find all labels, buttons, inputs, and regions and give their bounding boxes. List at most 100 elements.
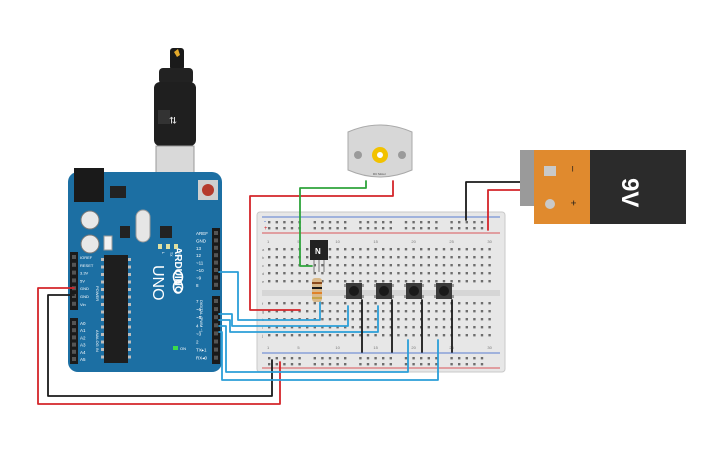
breadboard-hole[interactable] xyxy=(275,221,278,224)
breadboard-hole[interactable] xyxy=(488,248,491,251)
breadboard-hole[interactable] xyxy=(488,256,491,259)
breadboard-hole[interactable] xyxy=(344,334,347,337)
breadboard-hole[interactable] xyxy=(412,272,415,275)
breadboard-hole[interactable] xyxy=(465,326,468,329)
breadboard-hole[interactable] xyxy=(374,318,377,321)
breadboard-hole[interactable] xyxy=(473,280,476,283)
breadboard-hole[interactable] xyxy=(427,280,430,283)
breadboard-hole[interactable] xyxy=(336,248,339,251)
breadboard-hole[interactable] xyxy=(336,256,339,259)
breadboard-hole[interactable] xyxy=(275,363,278,366)
breadboard-hole[interactable] xyxy=(313,363,316,366)
breadboard-hole[interactable] xyxy=(382,272,385,275)
breadboard-hole[interactable] xyxy=(435,310,438,313)
breadboard-hole[interactable] xyxy=(473,248,476,251)
breadboard-hole[interactable] xyxy=(480,310,484,313)
breadboard-hole[interactable] xyxy=(435,221,438,224)
breadboard-hole[interactable] xyxy=(458,272,461,275)
breadboard-hole[interactable] xyxy=(404,310,408,313)
breadboard-hole[interactable] xyxy=(328,248,332,251)
breadboard-hole[interactable] xyxy=(382,357,385,360)
breadboard-hole[interactable] xyxy=(450,272,453,275)
breadboard-hole[interactable] xyxy=(427,326,430,329)
analog-pin[interactable] xyxy=(72,357,76,361)
breadboard-hole[interactable] xyxy=(321,363,324,366)
breadboard-hole[interactable] xyxy=(336,272,339,275)
breadboard-hole[interactable] xyxy=(321,280,324,283)
breadboard-hole[interactable] xyxy=(328,280,332,283)
breadboard-hole[interactable] xyxy=(412,221,415,224)
breadboard-hole[interactable] xyxy=(268,272,271,275)
breadboard-hole[interactable] xyxy=(290,264,294,267)
breadboard-hole[interactable] xyxy=(328,256,332,259)
breadboard-hole[interactable] xyxy=(336,334,339,337)
breadboard-hole[interactable] xyxy=(435,363,438,366)
breadboard-hole[interactable] xyxy=(404,326,408,329)
breadboard-hole[interactable] xyxy=(275,357,278,360)
dc-motor[interactable]: DC Motor xyxy=(347,124,413,178)
breadboard-hole[interactable] xyxy=(366,227,370,230)
breadboard-hole[interactable] xyxy=(389,318,392,321)
breadboard-hole[interactable] xyxy=(344,272,347,275)
breadboard-hole[interactable] xyxy=(336,302,339,305)
breadboard-hole[interactable] xyxy=(283,357,286,360)
breadboard-hole[interactable] xyxy=(382,227,385,230)
breadboard-hole[interactable] xyxy=(458,302,461,305)
breadboard-hole[interactable] xyxy=(351,318,354,321)
breadboard-hole[interactable] xyxy=(427,334,430,337)
breadboard-hole[interactable] xyxy=(268,357,271,360)
breadboard-hole[interactable] xyxy=(328,363,332,366)
breadboard-hole[interactable] xyxy=(382,280,385,283)
breadboard-hole[interactable] xyxy=(420,272,423,275)
breadboard-hole[interactable] xyxy=(389,280,392,283)
breadboard-hole[interactable] xyxy=(344,221,347,224)
breadboard-hole[interactable] xyxy=(298,310,301,313)
breadboard-hole[interactable] xyxy=(336,310,339,313)
breadboard-hole[interactable] xyxy=(344,227,347,230)
breadboard-hole[interactable] xyxy=(306,334,309,337)
digital-pin[interactable] xyxy=(214,315,218,320)
usb-cable[interactable]: ⇄ xyxy=(154,48,196,183)
breadboard-hole[interactable] xyxy=(336,363,339,366)
breadboard-hole[interactable] xyxy=(450,248,453,251)
breadboard-hole[interactable] xyxy=(404,363,408,366)
breadboard-hole[interactable] xyxy=(458,318,461,321)
analog-pin[interactable] xyxy=(72,349,76,354)
breadboard-hole[interactable] xyxy=(328,357,332,360)
breadboard-hole[interactable] xyxy=(290,310,294,313)
breadboard-hole[interactable] xyxy=(427,357,430,360)
breadboard-hole[interactable] xyxy=(321,227,324,230)
breadboard-hole[interactable] xyxy=(465,363,468,366)
breadboard-hole[interactable] xyxy=(465,272,468,275)
breadboard-hole[interactable] xyxy=(450,264,453,267)
breadboard-hole[interactable] xyxy=(306,302,309,305)
breadboard-hole[interactable] xyxy=(268,248,271,251)
breadboard-hole[interactable] xyxy=(366,280,370,283)
breadboard-hole[interactable] xyxy=(268,334,271,337)
breadboard-hole[interactable] xyxy=(404,280,408,283)
breadboard-hole[interactable] xyxy=(275,227,278,230)
breadboard-hole[interactable] xyxy=(480,334,484,337)
breadboard-hole[interactable] xyxy=(359,280,362,283)
breadboard-hole[interactable] xyxy=(351,326,354,329)
breadboard-hole[interactable] xyxy=(374,334,377,337)
breadboard-hole[interactable] xyxy=(374,248,377,251)
breadboard-hole[interactable] xyxy=(328,227,332,230)
breadboard-hole[interactable] xyxy=(473,302,476,305)
breadboard-hole[interactable] xyxy=(389,248,392,251)
power-pin[interactable] xyxy=(72,301,76,306)
breadboard-hole[interactable] xyxy=(344,256,347,259)
breadboard-hole[interactable] xyxy=(328,326,332,329)
breadboard-hole[interactable] xyxy=(374,280,377,283)
breadboard-hole[interactable] xyxy=(321,272,324,275)
breadboard-hole[interactable] xyxy=(420,357,423,360)
breadboard-hole[interactable] xyxy=(275,256,278,259)
breadboard-hole[interactable] xyxy=(351,280,354,283)
breadboard-hole[interactable] xyxy=(412,363,415,366)
breadboard-hole[interactable] xyxy=(313,264,316,267)
breadboard-hole[interactable] xyxy=(359,256,362,259)
push-button[interactable] xyxy=(344,283,364,299)
breadboard-hole[interactable] xyxy=(488,264,491,267)
